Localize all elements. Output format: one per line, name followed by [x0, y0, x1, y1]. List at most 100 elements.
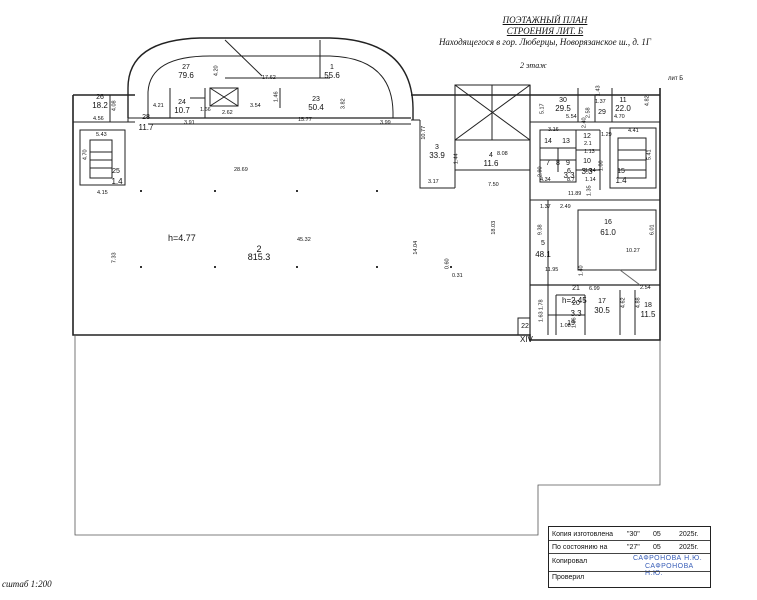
room-number: 12 — [583, 133, 591, 140]
dimension-label: 5.17 — [539, 103, 546, 115]
dimension-label: 1.14 — [585, 177, 596, 183]
dimension-label: 1.63 — [538, 311, 545, 323]
room-area: 3.3 — [570, 309, 582, 318]
room-area: 79.6 — [178, 71, 194, 80]
room-area: 1.4 — [615, 176, 627, 185]
dimension-label: 0.60 — [444, 258, 451, 270]
stamp-state-month: 05 — [653, 544, 661, 551]
dimension-label: 2.49 — [560, 204, 571, 210]
dimension-label: 1.13 — [584, 149, 595, 155]
dimension-label: 5.41 — [646, 149, 653, 161]
floor-label: 2 этаж — [520, 61, 547, 70]
dimension-label: 11.95 — [545, 267, 559, 273]
dimension-label: 3.99 — [380, 120, 391, 126]
stamp-made-day: "30" — [627, 531, 640, 538]
dimension-label: 15.77 — [298, 117, 312, 123]
room-number: 13 — [562, 138, 570, 145]
room-number: 5 — [541, 240, 545, 247]
room-number: 24 — [178, 99, 186, 106]
dimension-label: 1.08 — [560, 323, 571, 329]
room-number: 6 — [567, 168, 571, 175]
dimension-label: 5.54 — [566, 114, 577, 120]
room-number: 7 — [546, 160, 550, 167]
room-number: 25 — [112, 168, 120, 175]
stamp-state-year: 2025г. — [679, 544, 699, 551]
stamp-copied-label: Копировал — [552, 558, 588, 565]
lit-label: лит Б — [668, 76, 684, 82]
room-area: 3.3 — [581, 167, 593, 176]
dimension-label: 45.32 — [297, 237, 311, 243]
stamp-state-day: "27" — [627, 544, 640, 551]
room-area: 815.3 — [247, 252, 271, 262]
room-area: 48.1 — [535, 250, 551, 259]
dimension-label: 1.29 — [601, 132, 612, 138]
arc-wall — [127, 37, 414, 120]
room-number: 26 — [96, 94, 104, 101]
room-number: 27 — [182, 64, 190, 71]
dimension-label: 10.77 — [421, 125, 428, 140]
plan-subtitle: СТРОЕНИЯ ЛИТ. Б — [506, 26, 584, 36]
dimension-label: 2.90 — [537, 166, 544, 178]
dimension-label: 7.33 — [111, 252, 118, 264]
dimension-label: 4.70 — [82, 149, 89, 161]
room-number: 10 — [583, 158, 591, 165]
dimension-label: 4.88 — [635, 297, 642, 309]
room-number: 21 — [572, 285, 580, 292]
stamp-checked-label: Проверил — [552, 574, 585, 581]
dimension-label: 4.82 — [644, 95, 651, 107]
dimension-label: 6.99 — [589, 286, 600, 292]
dimension-label: 1.14 — [585, 168, 596, 174]
dimension-label: 3.91 — [184, 120, 195, 126]
room-number: 28 — [142, 114, 150, 121]
ceiling-height-label: h=4.77 — [168, 233, 196, 243]
dimension-label: 1.36 — [571, 317, 578, 329]
room-area: 55.6 — [324, 71, 340, 80]
scale-label: сштаб 1:200 — [2, 579, 52, 589]
dimension-label: 4.21 — [153, 103, 164, 109]
dimension-label: 4.15 — [97, 190, 108, 196]
room-number: 19 — [567, 320, 575, 327]
dimension-label: 11.89 — [568, 191, 582, 197]
stamp-made-month: 05 — [653, 531, 661, 538]
dimension-label: 6.01 — [649, 224, 656, 236]
room-area: 61.0 — [600, 228, 616, 237]
room-area: 11.5 — [640, 310, 656, 319]
room-number: 14 — [544, 138, 552, 145]
dimension-label: 9.38 — [537, 224, 544, 236]
exit-label: XIV — [520, 335, 533, 344]
dimension-label: 1.37 — [540, 204, 551, 210]
dimension-label: 7.50 — [488, 182, 499, 188]
dimension-label: 5.43 — [96, 132, 107, 138]
room-number: 8 — [556, 160, 560, 167]
stamp-state-label: По состоянию на — [552, 544, 608, 551]
dimension-label: 4.08 — [111, 100, 118, 112]
dimension-label: 14.04 — [413, 240, 420, 255]
room-area: 33.9 — [429, 151, 445, 160]
room-number: 3 — [435, 144, 439, 151]
dimension-label: 10.27 — [626, 248, 640, 254]
dimension-label: 0.31 — [452, 273, 463, 279]
room-area: 10.7 — [174, 106, 190, 115]
dimension-label: 3.54 — [250, 103, 261, 109]
dimension-label: 8.7 — [567, 177, 575, 183]
dimension-label: 2.62 — [222, 110, 233, 116]
plan-title: ПОЭТАЖНЫЙ ПЛАН — [502, 15, 588, 25]
stamp-signer-2: САФРОНОВА Н.Ю. — [645, 563, 694, 577]
dimension-label: 1.46 — [273, 91, 280, 103]
dimension-label: 1.35 — [586, 185, 593, 197]
dimension-label: 3.17 — [428, 179, 439, 185]
stamp-made-label: Копия изготовлена — [552, 531, 613, 538]
certification-stamp: Копия изготовлена "30" 05 2025г. По сост… — [548, 526, 711, 588]
outer-wall — [72, 88, 661, 341]
room-area: 3.3 — [563, 171, 575, 180]
room-area: 1.4 — [111, 177, 123, 186]
dimension-label: 1.44 — [453, 153, 460, 165]
room-number: 22 — [521, 323, 529, 330]
dimension-label: 18.03 — [491, 220, 498, 235]
dimension-label: 2.40 — [581, 117, 588, 129]
room-number: 1 — [330, 64, 334, 71]
dimension-label: 1.43 — [595, 85, 602, 97]
dimension-label: 2.54 — [640, 285, 651, 291]
dimension-label: 3.16 — [548, 127, 559, 133]
